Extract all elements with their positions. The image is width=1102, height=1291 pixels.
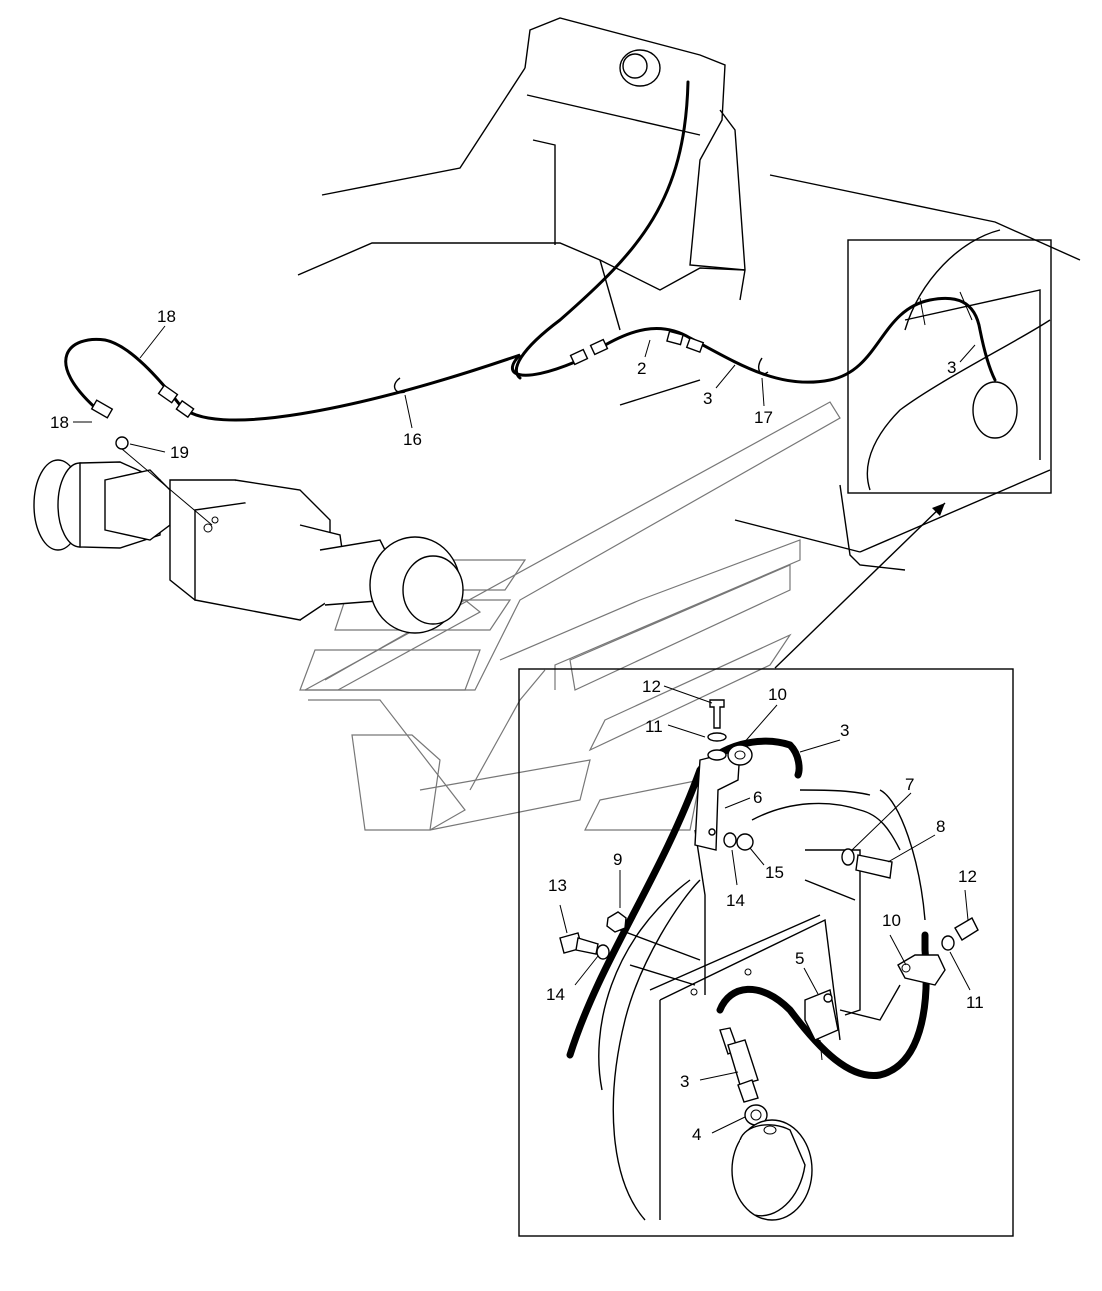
callout-10-detail-right: 10 (882, 911, 901, 930)
pointer-arrow (774, 502, 946, 669)
callout-12-detail-top: 12 (642, 677, 661, 696)
callout-8: 8 (936, 817, 945, 836)
callout-13: 13 (548, 876, 567, 895)
callout-16: 16 (403, 430, 422, 449)
detail-frame (518, 668, 1014, 1237)
main-hose-run (64, 80, 997, 526)
callout-17: 17 (754, 408, 773, 427)
axle-assembly (33, 459, 464, 634)
callout-7: 7 (905, 775, 914, 794)
inset-frame-small (847, 229, 1052, 494)
callout-11-detail-top: 11 (645, 717, 663, 736)
callout-6: 6 (753, 788, 762, 807)
callout-19: 19 (170, 443, 189, 462)
callout-18-top: 18 (157, 307, 176, 326)
callout-4: 4 (692, 1125, 701, 1144)
callout-15: 15 (765, 863, 784, 882)
callout-10-detail-top: 10 (768, 685, 787, 704)
callout-3-detail-top: 3 (840, 721, 849, 740)
leader-lines (73, 325, 976, 1134)
callout-9: 9 (613, 850, 622, 869)
callout-5: 5 (795, 949, 804, 968)
callout-2-main: 2 (637, 359, 646, 378)
callout-18-left: 18 (50, 413, 69, 432)
callout-3-inset: 3 (947, 358, 956, 377)
callout-11-detail-right: 11 (966, 993, 984, 1012)
vehicle-body-outline (297, 17, 1081, 571)
callout-3-detail-bottom: 3 (680, 1072, 689, 1091)
callout-14-detail-mid: 14 (726, 891, 745, 910)
callout-labels: 18 18 19 16 2 3 17 3 12 10 11 3 6 7 8 9 … (50, 307, 984, 1144)
callout-14-detail-left: 14 (546, 985, 565, 1004)
callout-12-detail-right: 12 (958, 867, 977, 886)
fender-panels (299, 401, 841, 831)
filler-cap (619, 49, 661, 87)
callout-3-main: 3 (703, 389, 712, 408)
